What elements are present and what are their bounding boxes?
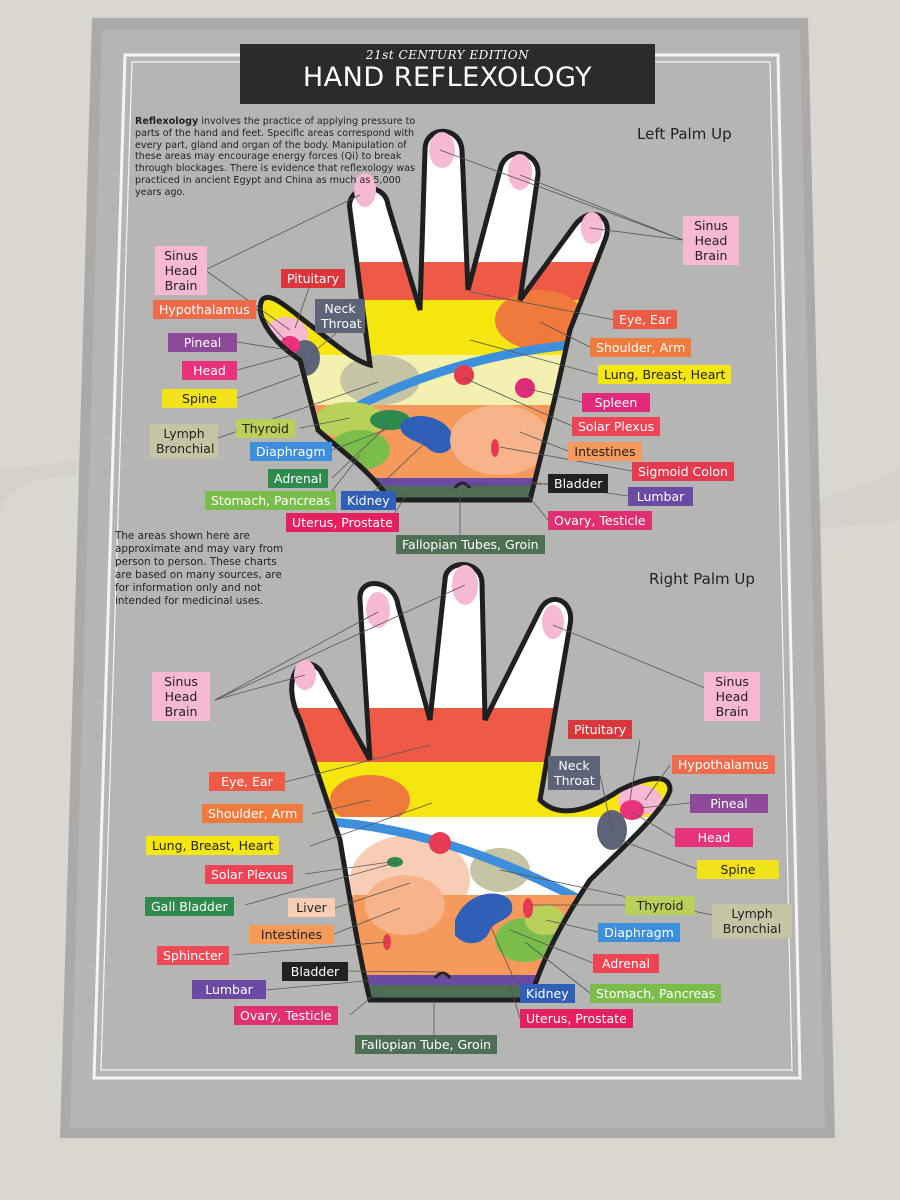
label-pineal: Pineal xyxy=(690,794,768,813)
edition-subtitle: 21st CENTURY EDITION xyxy=(365,48,530,62)
label-thyroid: Thyroid xyxy=(625,896,695,915)
label-shoulder: Shoulder, Arm xyxy=(590,338,692,357)
label-adrenal: Adrenal xyxy=(593,954,659,973)
label-lumbar: Lumbar xyxy=(192,980,266,999)
label-kidney: Kidney xyxy=(520,984,575,1003)
label-stomach: Stomach, Pancreas xyxy=(590,984,722,1003)
right-palm-heading: Right Palm Up xyxy=(649,570,755,588)
label-lung: Lung, Breast, Heart xyxy=(598,365,732,384)
title-banner: 21st CENTURY EDITION HAND REFLEXOLOGY xyxy=(240,44,655,104)
label-solar: Solar Plexus xyxy=(205,865,294,884)
label-adrenal: Adrenal xyxy=(268,469,328,488)
label-ovary: Ovary, Testicle xyxy=(234,1006,338,1025)
label-fallopian: Fallopian Tubes, Groin xyxy=(396,535,545,554)
label-ovary: Ovary, Testicle xyxy=(548,511,652,530)
label-eye-ear: Eye, Ear xyxy=(209,772,285,791)
label-liver: Liver xyxy=(288,898,335,917)
label-bladder: Bladder xyxy=(282,962,348,981)
poster-title: HAND REFLEXOLOGY xyxy=(302,62,593,93)
label-neck-throat: Neck Throat xyxy=(548,756,600,790)
label-uterus: Uterus, Prostate xyxy=(286,513,399,532)
label-lymph: Lymph Bronchial xyxy=(712,904,792,938)
label-shoulder: Shoulder, Arm xyxy=(202,804,304,823)
label-bladder: Bladder xyxy=(548,474,609,493)
label-diaphragm: Diaphragm xyxy=(250,442,332,461)
label-gall-bladder: Gall Bladder xyxy=(145,897,234,916)
left-palm-heading: Left Palm Up xyxy=(637,125,732,143)
label-fallopian: Fallopian Tube, Groin xyxy=(355,1035,498,1054)
label-eye-ear: Eye, Ear xyxy=(613,310,677,329)
label-sinus-right: Sinus Head Brain xyxy=(683,216,739,265)
label-pituitary: Pituitary xyxy=(281,269,346,288)
label-lymph: Lymph Bronchial xyxy=(150,424,218,458)
label-sinus-left: Sinus Head Brain xyxy=(152,672,210,721)
label-solar: Solar Plexus xyxy=(572,417,661,436)
label-spine: Spine xyxy=(162,389,237,408)
label-neck-throat: Neck Throat xyxy=(315,299,365,333)
label-sinus-right: Sinus Head Brain xyxy=(704,672,760,721)
label-sigmoid: Sigmoid Colon xyxy=(632,462,734,481)
label-lung: Lung, Breast, Heart xyxy=(146,836,280,855)
label-intestines: Intestines xyxy=(249,925,334,944)
label-head: Head xyxy=(675,828,753,847)
intro-paragraph: Reflexology involves the practice of app… xyxy=(135,116,420,199)
label-head: Head xyxy=(182,361,237,380)
label-hypothalamus: Hypothalamus xyxy=(672,755,775,774)
label-sinus-left: Sinus Head Brain xyxy=(155,246,207,295)
label-sphincter: Sphincter xyxy=(157,946,229,965)
label-pituitary: Pituitary xyxy=(568,720,633,739)
label-spine: Spine xyxy=(697,860,779,879)
intro-text: involves the practice of applying pressu… xyxy=(135,116,416,198)
label-hypothalamus: Hypothalamus xyxy=(153,300,256,319)
label-spleen: Spleen xyxy=(582,393,650,412)
intro-lead: Reflexology xyxy=(135,116,199,127)
label-stomach: Stomach, Pancreas xyxy=(205,491,337,510)
label-kidney: Kidney xyxy=(341,491,396,510)
disclaimer-paragraph: The areas shown here are approximate and… xyxy=(115,530,284,607)
label-diaphragm: Diaphragm xyxy=(598,923,680,942)
label-lumbar: Lumbar xyxy=(628,487,693,506)
label-pineal: Pineal xyxy=(168,333,237,352)
label-thyroid: Thyroid xyxy=(236,419,295,438)
label-uterus: Uterus, Prostate xyxy=(520,1009,633,1028)
label-intestines: Intestines xyxy=(568,442,642,461)
